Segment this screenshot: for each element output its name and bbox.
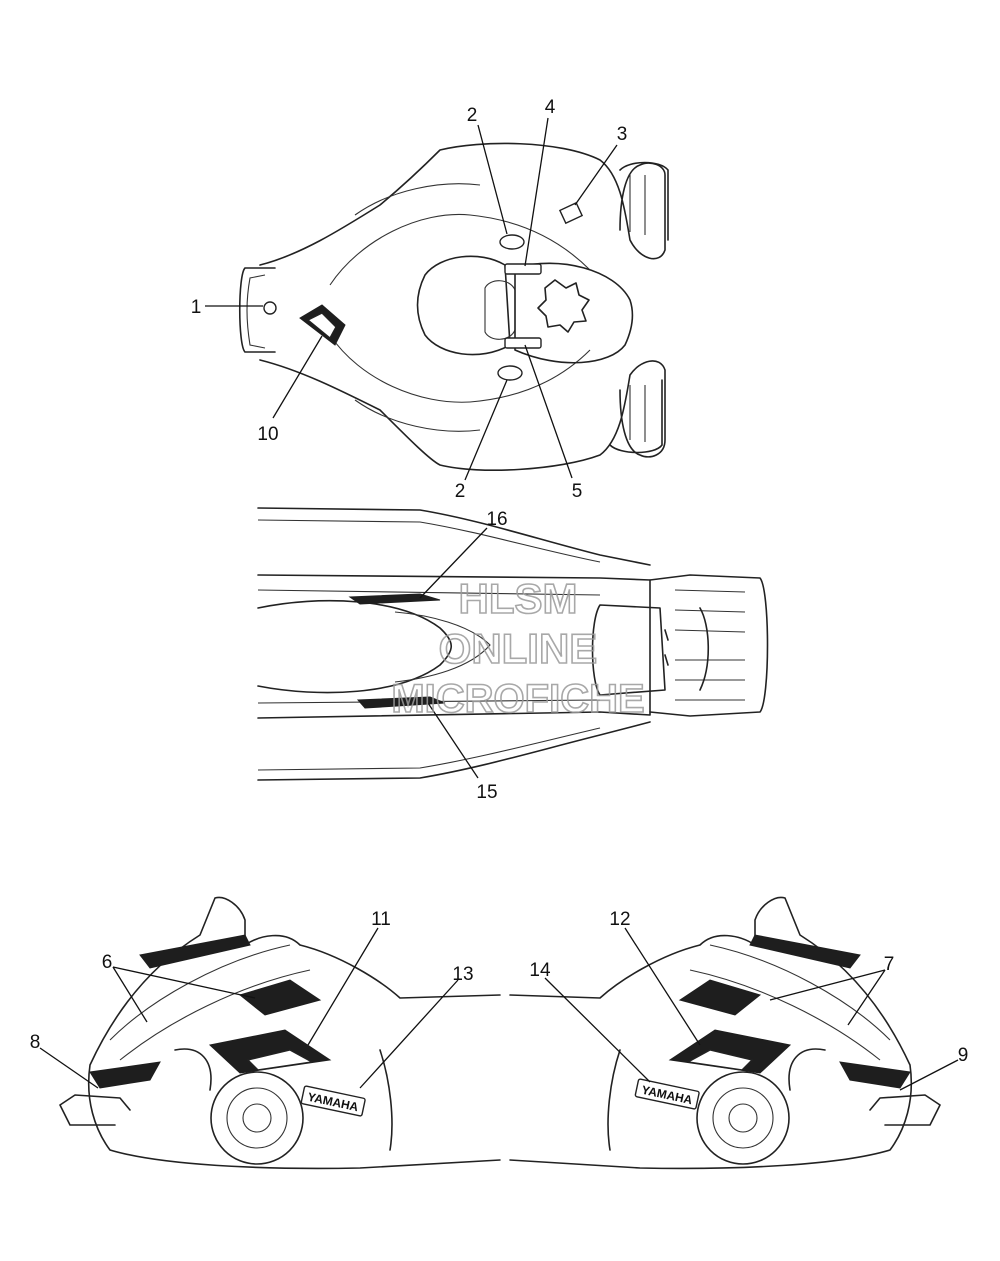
deck-outline (257, 574, 651, 719)
callout-8: 8 (30, 1032, 41, 1053)
watermark-line-3: MICROFICHE (391, 677, 644, 721)
callout-13: 13 (452, 964, 473, 985)
seat (416, 255, 511, 356)
right-hull (509, 896, 913, 1170)
right-yamaha-decal: YAMAHA (634, 1078, 700, 1110)
callout-4: 4 (545, 97, 556, 118)
caution-label (558, 201, 584, 225)
callout-5: 5 (572, 481, 583, 502)
left-pump-housing (210, 1071, 304, 1165)
rear-view: HLSM ONLINE MICROFICHE (257, 507, 769, 781)
gunwale-upper (257, 507, 651, 566)
callout-15: 15 (476, 782, 497, 803)
left-front-stripe (89, 1061, 161, 1089)
left-upper-stripe (139, 934, 251, 969)
watermark-line-2: ONLINE (439, 625, 598, 672)
callout-7: 7 (884, 954, 895, 975)
callouts: 1 2 3 4 2 5 10 16 15 6 11 13 8 12 14 7 9 (30, 97, 969, 1066)
top-view (205, 117, 669, 481)
stripe-decal-lower (356, 696, 446, 709)
gunwale-lower (257, 721, 651, 781)
right-side-view: YAMAHA (509, 896, 959, 1170)
right-front-stripe (839, 1061, 911, 1089)
fuel-cap (537, 279, 590, 333)
bow-bumper (238, 267, 276, 353)
seat-rear (257, 599, 453, 694)
deck-lines (329, 183, 591, 432)
callout-16: 16 (486, 509, 507, 530)
rear-platform (591, 604, 666, 696)
warning-label-upper (504, 263, 542, 275)
right-side-stripe-decal (678, 979, 762, 1016)
callout-9: 9 (958, 1045, 969, 1066)
emblem-decal-top (499, 234, 525, 250)
rear-deck (514, 262, 634, 364)
callout-1: 1 (191, 297, 202, 318)
left-hull (87, 896, 501, 1170)
callout-2-top: 2 (467, 105, 478, 126)
callout-10: 10 (257, 424, 278, 445)
watermark: HLSM ONLINE MICROFICHE (391, 574, 646, 722)
watermark-line-1: HLSM (459, 575, 578, 622)
callout-2-bottom: 2 (455, 481, 466, 502)
left-side-stripe-decal (238, 979, 322, 1016)
stripe-decal-upper (348, 593, 441, 605)
left-side-view: YAMAHA (39, 896, 501, 1170)
reboarding-step (649, 574, 769, 717)
right-upper-stripe (749, 934, 861, 969)
warning-label-lower (504, 337, 542, 349)
bow-emblem-decal (263, 301, 277, 315)
emblem-decal-bottom (497, 365, 523, 381)
callout-3: 3 (617, 124, 628, 145)
callout-14: 14 (529, 960, 551, 981)
callout-12: 12 (609, 909, 630, 930)
left-yamaha-decal: YAMAHA (300, 1085, 366, 1117)
right-pump-housing (696, 1071, 790, 1165)
callout-11: 11 (371, 909, 391, 930)
callout-6: 6 (102, 952, 113, 973)
